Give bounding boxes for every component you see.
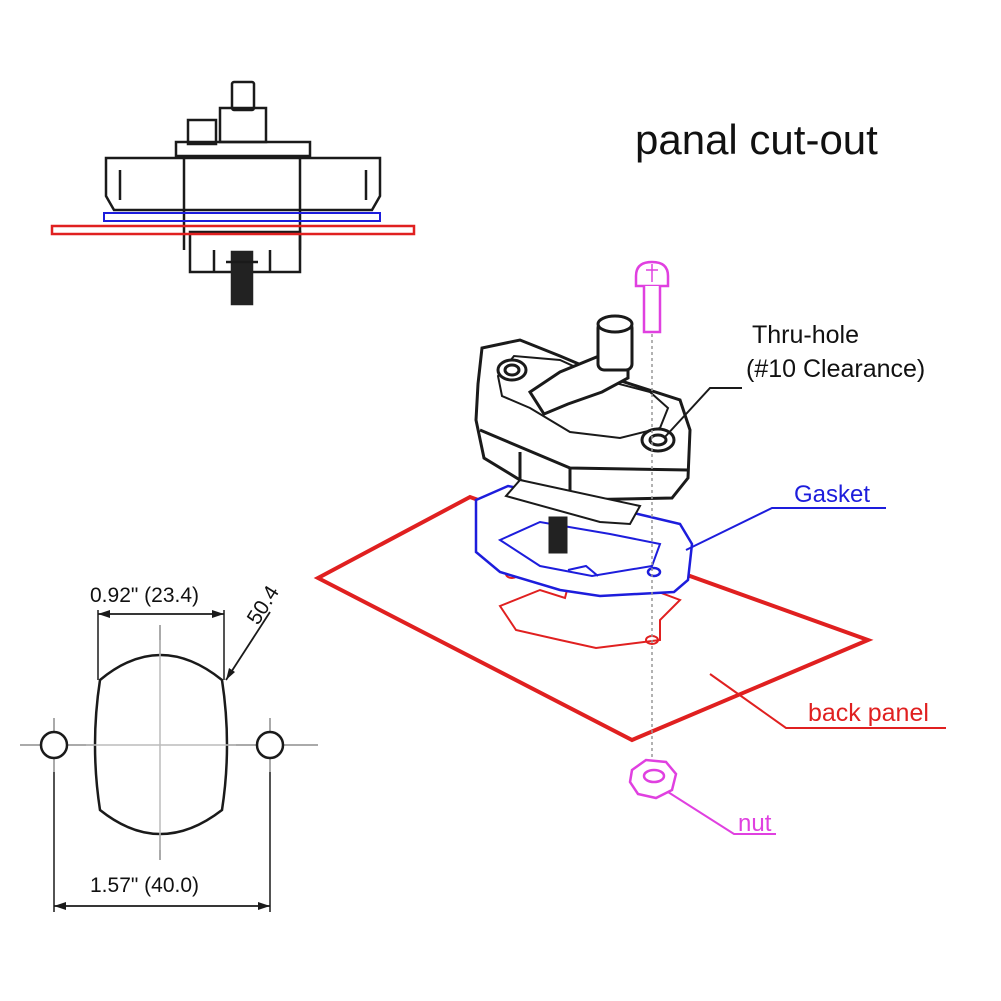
diagram-title: panal cut-out <box>635 116 878 163</box>
mount-hole-left <box>39 730 69 760</box>
nut-leader <box>667 791 776 835</box>
side-panel <box>50 224 416 236</box>
side-gasket <box>103 212 381 222</box>
label-back-panel: back panel <box>808 699 929 727</box>
back-panel-leader <box>709 673 946 729</box>
dimension-width-large: 1.57" (40.0) <box>90 874 199 897</box>
screw <box>634 260 670 334</box>
dimension-width-small: 0.92" (23.4) <box>90 584 199 607</box>
label-gasket: Gasket <box>794 481 870 508</box>
dimension-diameter: 50.4 <box>243 582 284 629</box>
gasket-leader <box>685 507 886 551</box>
label-clearance: (#10 Clearance) <box>746 355 925 383</box>
switch-body <box>474 314 692 554</box>
nut <box>628 758 678 800</box>
side-view <box>104 80 382 306</box>
thru-hole-leader <box>663 387 742 439</box>
label-nut: nut <box>738 810 772 837</box>
cutout-drawing <box>20 610 318 912</box>
mount-hole-right <box>255 730 285 760</box>
label-thru-hole: Thru-hole <box>752 321 859 349</box>
